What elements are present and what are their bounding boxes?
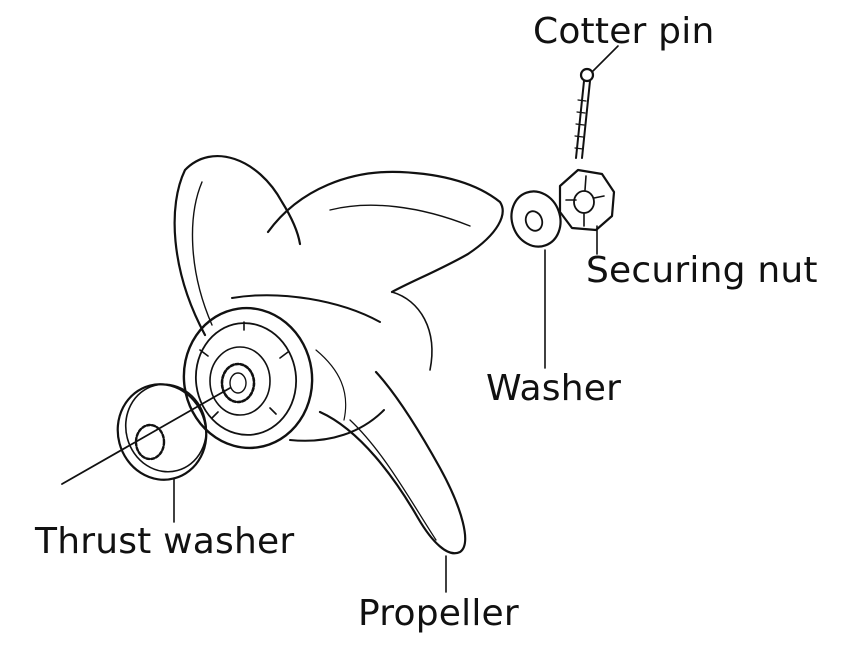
washer-drawing <box>510 190 562 248</box>
washer-outer <box>510 190 562 248</box>
securing-nut-body <box>558 168 616 232</box>
propeller-blade-upper <box>173 154 302 337</box>
propeller-hub-top <box>231 294 381 323</box>
propeller-blade-lower-edge <box>349 419 437 541</box>
leader-cotter-pin <box>591 45 619 73</box>
label-propeller: Propeller <box>358 593 519 634</box>
propeller-hub-inner-ring <box>209 346 271 416</box>
propeller-hub-shade <box>315 349 347 421</box>
propeller-spline-bore <box>220 362 256 404</box>
label-washer: Washer <box>486 368 622 409</box>
cotter-pin-drawing <box>574 67 595 159</box>
label-securing-nut: Securing nut <box>586 250 818 291</box>
propeller-spline-center <box>229 372 247 394</box>
thrust-washer-rim <box>124 383 208 473</box>
cotter-pin-leg-b <box>581 80 591 159</box>
cotter-pin-leg-a <box>575 80 585 159</box>
propeller-drawing <box>173 154 504 555</box>
propeller-blade-upper-inner <box>191 181 213 326</box>
securing-nut-bore <box>573 190 595 214</box>
propeller-hub-middle-ring <box>194 322 298 436</box>
propeller-blade-lower <box>318 370 467 555</box>
propeller-blade-top-edge <box>329 204 471 227</box>
label-thrust-washer: Thrust washer <box>35 521 295 562</box>
propeller-blade-top-root <box>391 291 433 371</box>
securing-nut-slots <box>565 175 605 227</box>
propeller-shaft <box>61 387 231 485</box>
cotter-pin-ridges <box>574 99 587 150</box>
leader-lines <box>173 45 619 593</box>
propeller-hub-outer-ring <box>182 306 314 450</box>
washer-hole <box>524 210 544 232</box>
thrust-washer-bore <box>134 423 166 461</box>
cotter-pin-eye <box>579 67 595 83</box>
propeller-hub-bottom <box>289 409 385 442</box>
label-cotter-pin: Cotter pin <box>533 11 715 52</box>
propeller-hub-notches <box>199 321 289 419</box>
thrust-washer-drawing <box>116 383 208 481</box>
securing-nut-drawing <box>558 168 616 232</box>
propeller-blade-top <box>266 170 504 294</box>
